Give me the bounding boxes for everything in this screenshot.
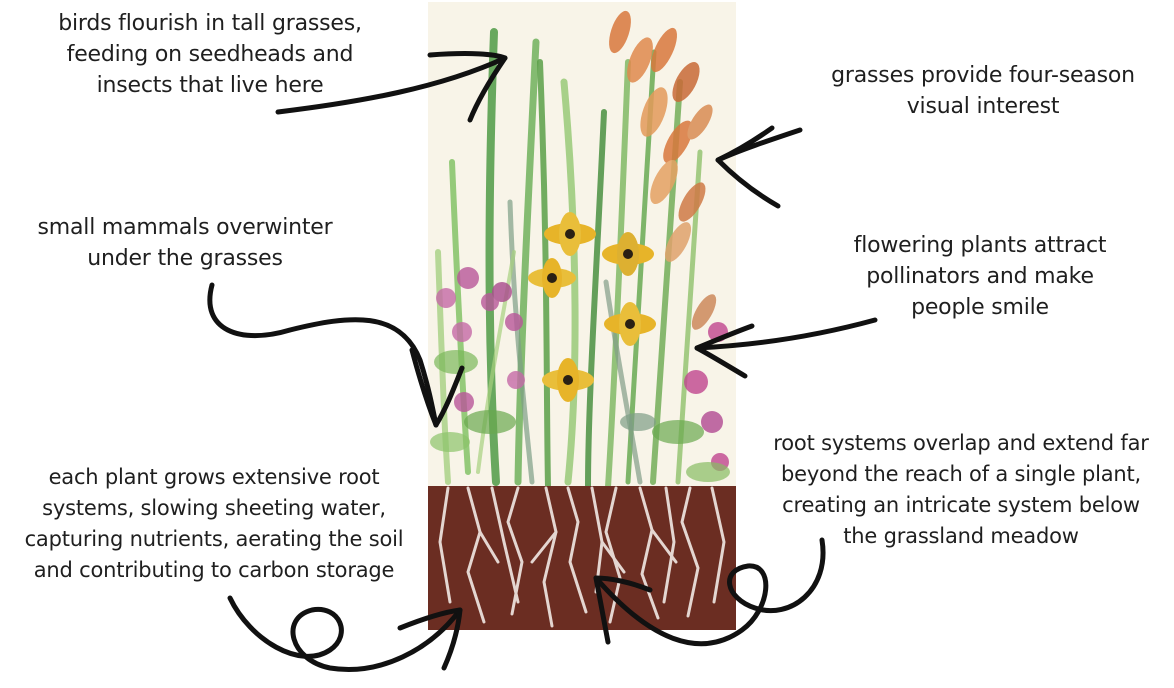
- caption-line: visual interest: [808, 91, 1158, 122]
- caption-line: capturing nutrients, aerating the soil: [2, 524, 426, 555]
- caption-mammals: small mammals overwinter under the grass…: [20, 212, 350, 274]
- caption-line: small mammals overwinter: [20, 212, 350, 243]
- caption-line: the grassland meadow: [752, 521, 1170, 552]
- caption-line: systems, slowing sheeting water,: [2, 493, 426, 524]
- caption-birds: birds flourish in tall grasses, feeding …: [30, 8, 390, 101]
- caption-line: pollinators and make: [830, 261, 1130, 292]
- caption-line: under the grasses: [20, 243, 350, 274]
- caption-line: and contributing to carbon storage: [2, 555, 426, 586]
- caption-line: creating an intricate system below: [752, 490, 1170, 521]
- caption-line: flowering plants attract: [830, 230, 1130, 261]
- caption-roots-overlap: root systems overlap and extend far beyo…: [752, 428, 1170, 552]
- caption-four-season: grasses provide four-season visual inter…: [808, 60, 1158, 122]
- hand-drawn-arrow: [230, 598, 460, 669]
- watercolor-meadow-illustration: [428, 2, 736, 630]
- caption-line: root systems overlap and extend far: [752, 428, 1170, 459]
- caption-line: birds flourish in tall grasses,: [30, 8, 390, 39]
- caption-line: people smile: [830, 292, 1130, 323]
- caption-root-systems: each plant grows extensive root systems,…: [2, 462, 426, 586]
- caption-line: insects that live here: [30, 70, 390, 101]
- caption-line: grasses provide four-season: [808, 60, 1158, 91]
- caption-line: each plant grows extensive root: [2, 462, 426, 493]
- hand-drawn-arrow: [210, 285, 462, 425]
- caption-line: feeding on seedheads and: [30, 39, 390, 70]
- caption-line: beyond the reach of a single plant,: [752, 459, 1170, 490]
- caption-flowering: flowering plants attract pollinators and…: [830, 230, 1130, 323]
